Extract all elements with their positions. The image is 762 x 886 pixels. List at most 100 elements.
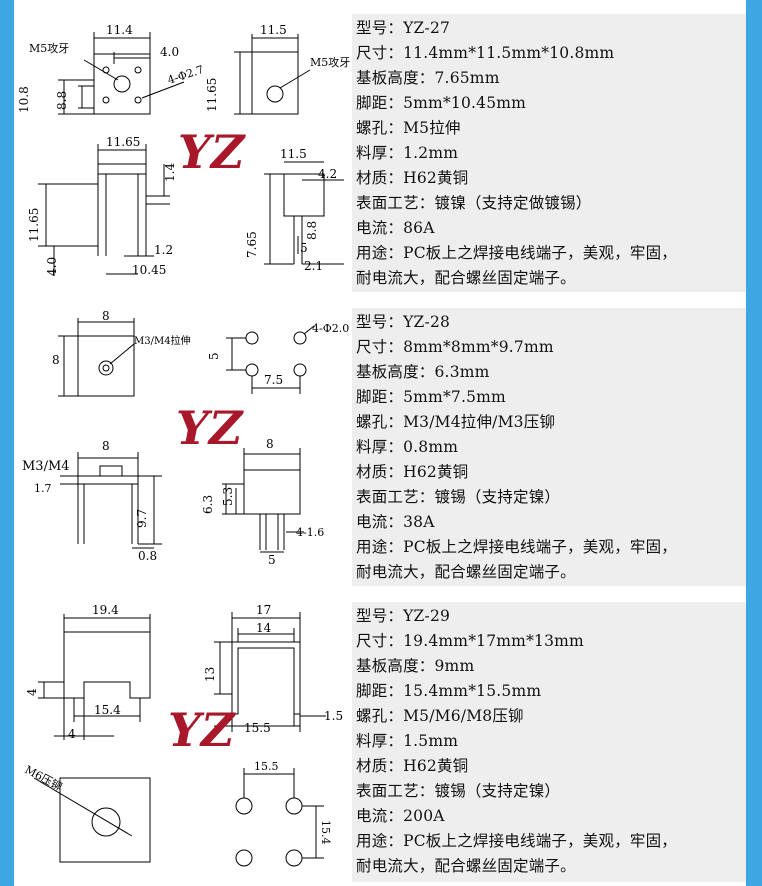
yz27-spec-pitch: 脚距：5mm*10.45mm — [356, 94, 527, 112]
yz28-technical-drawing: 8 8 M3/M4拉伸 4-Φ2.0 5 7.5 8 M3/M4 1.7 9.7… — [22, 309, 349, 567]
yz28-spec-thickness: 料厚：0.8mm — [356, 438, 459, 456]
yz27-dim-front-h: 11.65 — [27, 208, 41, 242]
yz27-dim-side-flange: 4.2 — [318, 167, 337, 181]
yz28-spec-pitch: 脚距：5mm*7.5mm — [356, 388, 506, 406]
yz27-spec-material: 材质：H62黄铜 — [356, 169, 469, 187]
yz27-dim-side-pin: 5 — [300, 241, 308, 255]
yz29-thread-label: M6压铆 — [23, 762, 65, 793]
yz28-spec-size: 尺寸：8mm*8mm*9.7mm — [356, 338, 554, 356]
yz27-spec-screw-hole: 螺孔：M5拉伸 — [356, 119, 461, 137]
yz28-spec-base-height: 基板高度：6.3mm — [356, 363, 490, 381]
yz27-dim-r-side: 11.65 — [205, 78, 219, 112]
product-yz28: 8 8 M3/M4拉伸 4-Φ2.0 5 7.5 8 M3/M4 1.7 9.7… — [14, 308, 746, 586]
yz27-spec-thickness: 料厚：1.2mm — [356, 144, 459, 162]
svg-text:YZ: YZ — [178, 126, 246, 178]
yz29-drawings: 19.4 4 15.4 4 M6压铆 17 14 13 15.5 1.5 15.… — [14, 602, 350, 882]
yz27-dim-side-h: 10.8 — [17, 86, 31, 113]
yz27-dim-front-w: 11.65 — [106, 135, 140, 149]
yz29-dim-holes-w: 15.5 — [254, 760, 279, 773]
yz29-spec-model: 型号：YZ-29 — [356, 607, 451, 625]
yz28-drawings: 8 8 M3/M4拉伸 4-Φ2.0 5 7.5 8 M3/M4 1.7 9.7… — [14, 308, 350, 586]
yz29-technical-drawing: 19.4 4 15.4 4 M6压铆 17 14 13 15.5 1.5 15.… — [23, 603, 343, 867]
yz27-dim-side-h2: 8.8 — [55, 91, 69, 110]
yz27-dim-pin: 1.2 — [154, 243, 173, 257]
yz28-dim-hole-v: 5 — [207, 352, 221, 360]
yz28-spec-usage-2: 耐电流大，配合螺丝固定端子。 — [356, 563, 576, 581]
yz29-dim-side-inner: 14 — [256, 621, 272, 635]
yz29-spec-screw-hole: 螺孔：M5/M6/M8压铆 — [356, 707, 524, 725]
yz27-spec-finish: 表面工艺：镀镍（支持定做镀锡） — [356, 194, 592, 212]
yz29-spec-base-height: 基板高度：9mm — [356, 657, 475, 675]
yz28-dim-top-w: 8 — [102, 309, 110, 323]
yz27-r-thread: M5攻牙 — [310, 55, 350, 69]
yz27-spec-usage: 用途：PC板上之焊接电线端子，美观，牢固， — [356, 244, 677, 262]
yz28-dim-side-h2: 5.3 — [221, 487, 235, 506]
yz27-dim-side-w: 11.5 — [280, 147, 307, 161]
yz-logo: YZ — [168, 703, 246, 760]
yz29-dim-side-pitch: 15.5 — [244, 721, 271, 735]
yz-logo: YZ — [176, 401, 254, 458]
yz27-dim-foot: 4.0 — [45, 257, 59, 276]
yz28-dim-front-w: 8 — [102, 439, 110, 453]
yz29-dim-front-w: 19.4 — [92, 603, 119, 617]
yz29-spec-usage: 用途：PC板上之焊接电线端子，美观，牢固， — [356, 832, 677, 850]
yz27-spec-size: 尺寸：11.4mm*11.5mm*10.8mm — [356, 44, 615, 62]
yz28-dim-hole-h: 7.5 — [264, 373, 283, 387]
yz28-front-label: M3/M4 — [22, 459, 70, 474]
yz-logo: YZ — [178, 125, 256, 182]
svg-text:YZ: YZ — [176, 402, 244, 454]
yz29-spec-thickness: 料厚：1.5mm — [356, 732, 459, 750]
yz28-dim-side-pins: 4-1.6 — [296, 526, 324, 539]
yz27-spec-base-height: 基板高度：7.65mm — [356, 69, 500, 87]
catalog-page: 11.4 4.0 M5攻牙 4-Φ2.7 10.8 8.8 11.5 M5攻牙 … — [14, 0, 746, 886]
yz27-dim-side-h3: 8.8 — [305, 221, 319, 240]
yz28-dim-side-w: 8 — [266, 437, 274, 451]
yz29-dim-side-w: 17 — [256, 603, 271, 617]
yz29-dim-leg-w: 4 — [68, 727, 76, 741]
yz27-thread-label: M5攻牙 — [29, 41, 69, 55]
yz28-dim-front-flange: 1.7 — [34, 482, 52, 495]
yz28-holes-label: 4-Φ2.0 — [312, 322, 349, 335]
yz29-dim-leg-h: 4 — [25, 688, 39, 696]
yz27-spec-current: 电流：86A — [356, 219, 435, 237]
yz27-dim-top-w: 11.4 — [106, 23, 133, 37]
yz27-spec-usage-2: 耐电流大，配合螺丝固定端子。 — [356, 269, 576, 287]
yz29-spec-size: 尺寸：19.4mm*17mm*13mm — [356, 632, 584, 650]
yz28-spec-current: 电流：38A — [356, 513, 435, 531]
yz28-spec-model: 型号：YZ-28 — [356, 313, 451, 331]
svg-text:YZ: YZ — [168, 704, 236, 756]
yz27-dim-hole-w: 4.0 — [160, 45, 179, 59]
yz28-dim-top-h: 8 — [52, 353, 60, 367]
yz27-technical-drawing: 11.4 4.0 M5攻牙 4-Φ2.7 10.8 8.8 11.5 M5攻牙 … — [17, 23, 350, 277]
yz29-spec-finish: 表面工艺：镀锡（支持定镍） — [356, 782, 561, 800]
yz28-spec-panel: 型号：YZ-28 尺寸：8mm*8mm*9.7mm 基板高度：6.3mm 脚距：… — [352, 308, 746, 586]
yz27-drawings: 11.4 4.0 M5攻牙 4-Φ2.7 10.8 8.8 11.5 M5攻牙 … — [14, 14, 350, 292]
yz28-spec-material: 材质：H62黄铜 — [356, 463, 469, 481]
yz27-dim-r-top: 11.5 — [260, 23, 287, 37]
yz29-spec-current: 电流：200A — [356, 807, 445, 825]
yz29-dim-pitch: 15.4 — [94, 703, 121, 717]
yz27-dim-flange: 1.4 — [163, 163, 177, 182]
yz29-dim-side-t: 1.5 — [324, 709, 343, 723]
product-yz29: 19.4 4 15.4 4 M6压铆 17 14 13 15.5 1.5 15.… — [14, 602, 746, 882]
yz27-dim-pitch: 10.45 — [132, 263, 166, 277]
yz27-dim-base-h: 7.65 — [245, 231, 259, 258]
yz29-dim-side-h: 13 — [203, 667, 217, 682]
yz28-dim-side-pitch: 5 — [268, 553, 276, 567]
yz27-spec-panel: 型号：YZ-27 尺寸：11.4mm*11.5mm*10.8mm 基板高度：7.… — [352, 14, 746, 292]
yz29-spec-usage-2: 耐电流大，配合螺丝固定端子。 — [356, 857, 576, 875]
yz28-spec-screw-hole: 螺孔：M3/M4拉伸/M3压铆 — [356, 413, 556, 431]
yz27-holes-label: 4-Φ2.7 — [166, 63, 205, 87]
yz29-spec-panel: 型号：YZ-29 尺寸：19.4mm*17mm*13mm 基板高度：9mm 脚距… — [352, 602, 746, 882]
yz29-spec-pitch: 脚距：15.4mm*15.5mm — [356, 682, 542, 700]
yz29-dim-holes-h: 15.4 — [319, 820, 332, 845]
yz28-dim-front-h: 9.7 — [135, 509, 149, 528]
yz27-dim-side-t: 2.1 — [304, 259, 323, 273]
yz28-dim-front-t: 0.8 — [138, 549, 157, 563]
yz28-dim-side-h1: 6.3 — [201, 495, 215, 514]
yz28-thread-label: M3/M4拉伸 — [134, 334, 191, 347]
product-yz27: 11.4 4.0 M5攻牙 4-Φ2.7 10.8 8.8 11.5 M5攻牙 … — [14, 14, 746, 292]
yz29-spec-material: 材质：H62黄铜 — [356, 757, 469, 775]
yz28-spec-finish: 表面工艺：镀锡（支持定镍） — [356, 488, 561, 506]
yz28-spec-usage: 用途：PC板上之焊接电线端子，美观，牢固， — [356, 538, 677, 556]
